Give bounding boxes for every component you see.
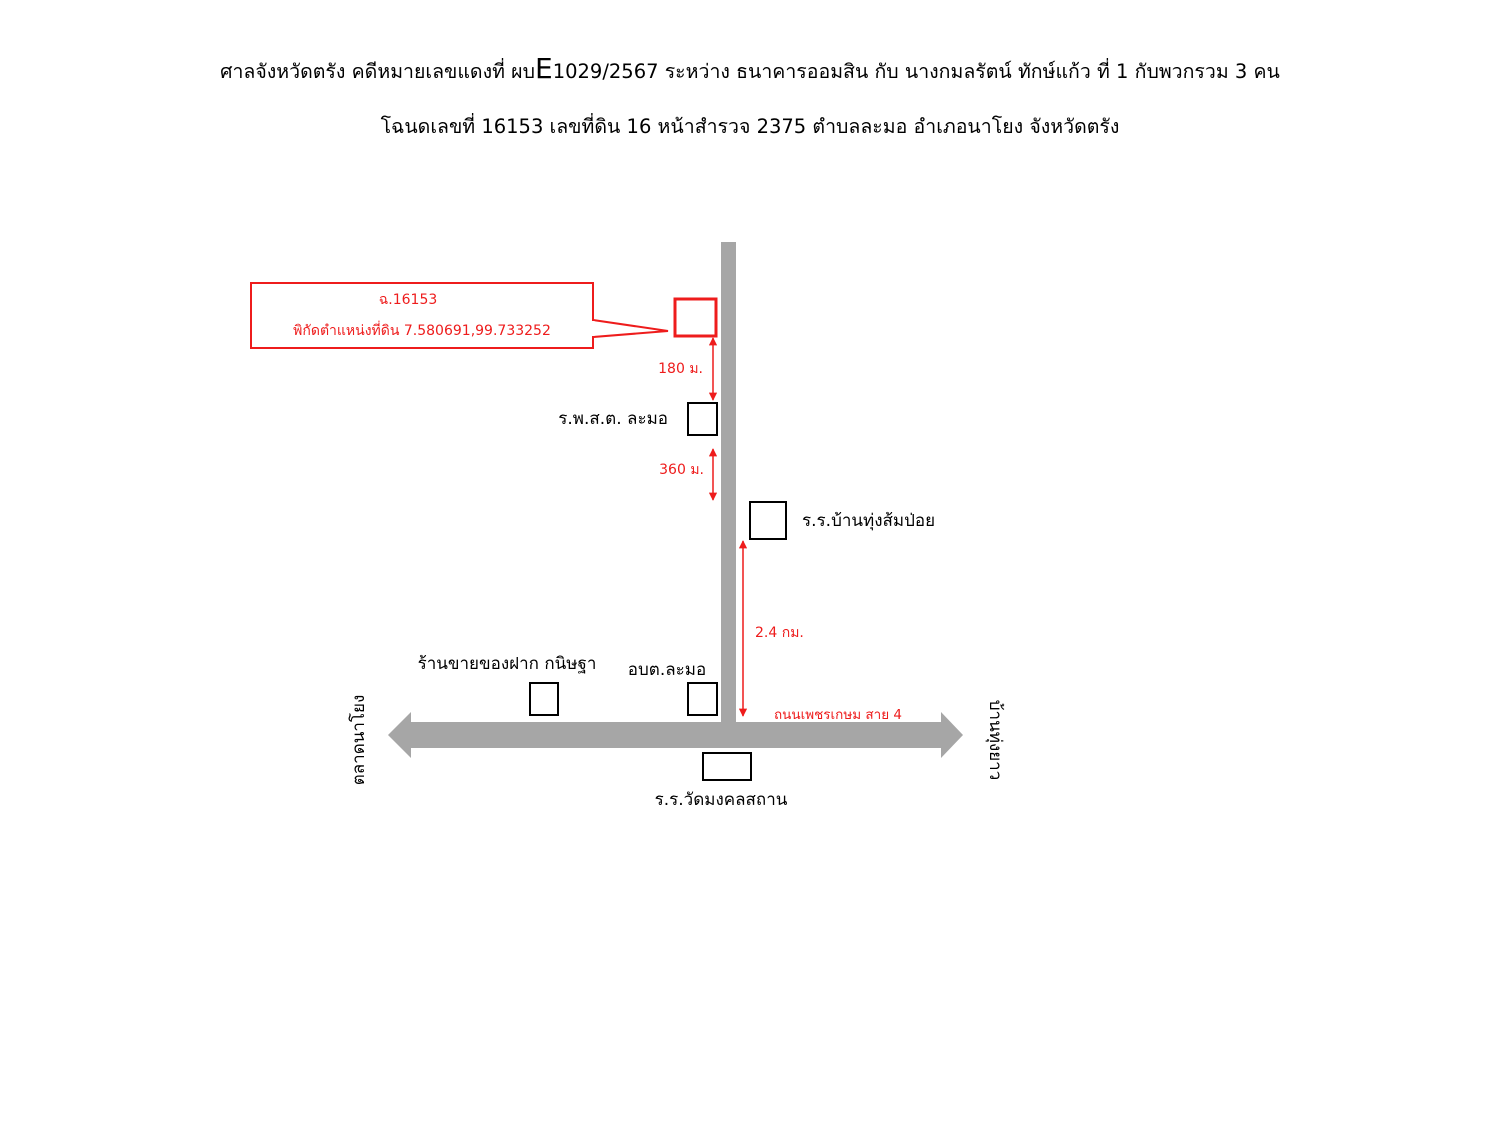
callout-box: [250, 282, 594, 349]
header-line-1-letter-e: E: [534, 52, 553, 85]
shop-label: ร้านขายของฝาก กนิษฐา: [418, 654, 597, 674]
left-destination-label: ตลาดนาโยง: [348, 695, 369, 786]
main-road: [388, 712, 963, 758]
header-line-2: โฉนดเลขที่ 16153 เลขที่ดิน 16 หน้าสำรวจ …: [380, 115, 1120, 138]
header-line-1-part-b: 1029/2567 ระหว่าง ธนาคารออมสิน กับ นางกม…: [552, 60, 1280, 83]
callout-coordinates: พิกัดตำแหน่งที่ดิน 7.580691,99.733252: [293, 321, 551, 339]
access-road: [721, 242, 736, 722]
right-destination-label: บ้านทุ่งยาว: [985, 700, 1005, 781]
distance-label-2-4km: 2.4 กม.: [755, 625, 804, 641]
callout-pointer: [592, 318, 669, 339]
health-center-marker: [687, 402, 718, 436]
school-wat-label: ร.ร.วัดมงคลสถาน: [655, 790, 788, 810]
sao-label: อบต.ละมอ: [628, 660, 706, 680]
shop-marker: [529, 682, 559, 716]
main-road-label: ถนนเพชรเกษม สาย 4: [774, 707, 902, 723]
land-parcel-marker: [673, 297, 718, 338]
school-thung-marker: [749, 501, 787, 540]
distance-label-180m: 180 ม.: [658, 361, 703, 377]
header-line-1: ศาลจังหวัดตรัง คดีหมายเลขแดงที่ ผบE1029/…: [0, 52, 1500, 87]
distance-label-360m: 360 ม.: [659, 462, 704, 478]
school-wat-marker: [702, 752, 752, 781]
school-thung-label: ร.ร.บ้านทุ่งส้มป่อย: [802, 511, 935, 531]
health-center-label: ร.พ.ส.ต. ละมอ: [558, 409, 668, 429]
sao-marker: [687, 682, 718, 716]
header-line-1-part-a: ศาลจังหวัดตรัง คดีหมายเลขแดงที่ ผบ: [220, 60, 535, 83]
callout-deed-number: ฉ.16153: [379, 292, 438, 308]
